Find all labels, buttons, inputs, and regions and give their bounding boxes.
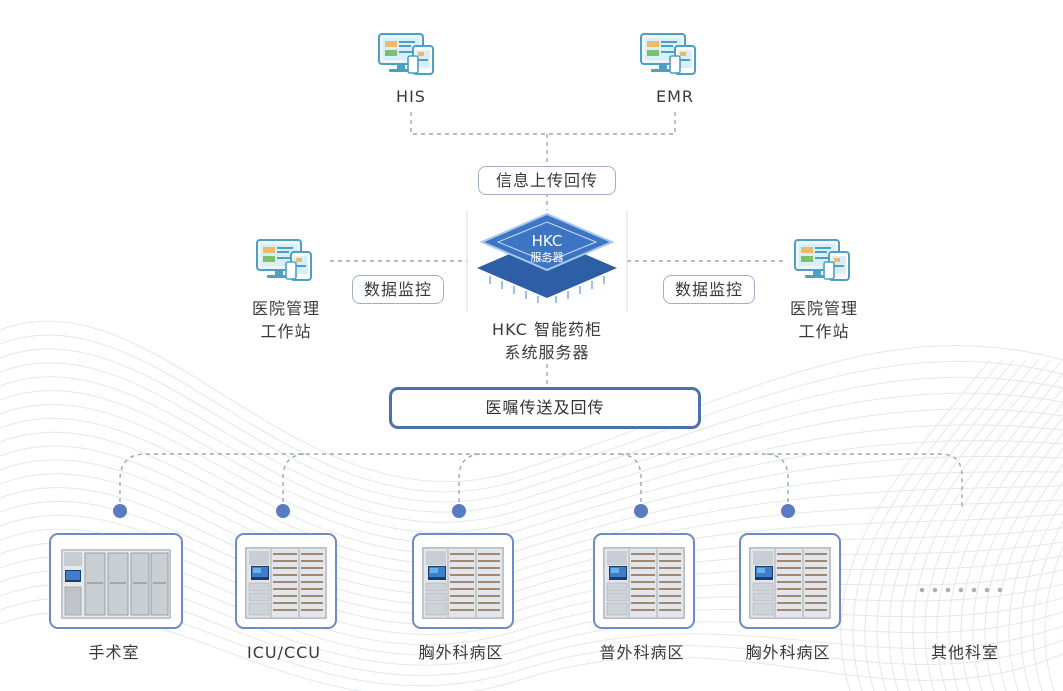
chip-label-line2: 服务器 bbox=[531, 251, 564, 264]
department-label: 普外科病区 bbox=[599, 643, 685, 662]
medicine-cabinet-icon bbox=[602, 546, 686, 620]
department-label: 手术室 bbox=[88, 643, 140, 662]
department-card-operating-room bbox=[49, 533, 183, 629]
department-label: 其他科室 bbox=[930, 643, 999, 662]
ellipsis-dots-icon bbox=[919, 587, 1003, 593]
his-label: HIS bbox=[396, 87, 426, 106]
chip-label-line1: HKC bbox=[532, 232, 563, 250]
medicine-cabinet-icon bbox=[61, 549, 171, 619]
monitor-label-left: 数据监控 bbox=[352, 275, 444, 304]
node-dot bbox=[634, 504, 648, 518]
monitor-label-right: 数据监控 bbox=[663, 275, 755, 304]
monitor-devices-icon bbox=[256, 239, 312, 281]
workstation-left-line1: 医院管理 bbox=[251, 299, 320, 318]
medicine-cabinet-icon bbox=[244, 546, 328, 620]
medicine-cabinet-icon bbox=[748, 546, 832, 620]
workstation-left-line2: 工作站 bbox=[260, 322, 312, 341]
department-card-thoracic-1 bbox=[412, 533, 514, 629]
monitor-devices-icon bbox=[378, 33, 434, 75]
monitor-devices-icon bbox=[640, 33, 696, 75]
node-dot bbox=[276, 504, 290, 518]
department-label: 胸外科病区 bbox=[745, 643, 831, 662]
server-name-line2: 系统服务器 bbox=[504, 343, 590, 362]
workstation-right-line2: 工作站 bbox=[798, 322, 850, 341]
department-card-general-surgery bbox=[593, 533, 695, 629]
department-nodes bbox=[113, 504, 795, 518]
server-name-line1: HKC 智能药柜 bbox=[492, 320, 602, 339]
order-label: 医嘱传送及回传 bbox=[389, 387, 701, 429]
medicine-cabinet-icon bbox=[421, 546, 505, 620]
node-dot bbox=[452, 504, 466, 518]
department-card-thoracic-2 bbox=[739, 533, 841, 629]
monitor-devices-icon bbox=[794, 239, 850, 281]
department-card-icu bbox=[235, 533, 337, 629]
department-label: 胸外科病区 bbox=[418, 643, 504, 662]
workstation-right-line1: 医院管理 bbox=[789, 299, 858, 318]
node-dot bbox=[113, 504, 127, 518]
upload-label: 信息上传回传 bbox=[478, 166, 616, 195]
emr-label: EMR bbox=[655, 87, 695, 106]
server-chip-icon bbox=[477, 212, 617, 303]
node-dot bbox=[781, 504, 795, 518]
department-label: ICU/CCU bbox=[246, 643, 322, 662]
